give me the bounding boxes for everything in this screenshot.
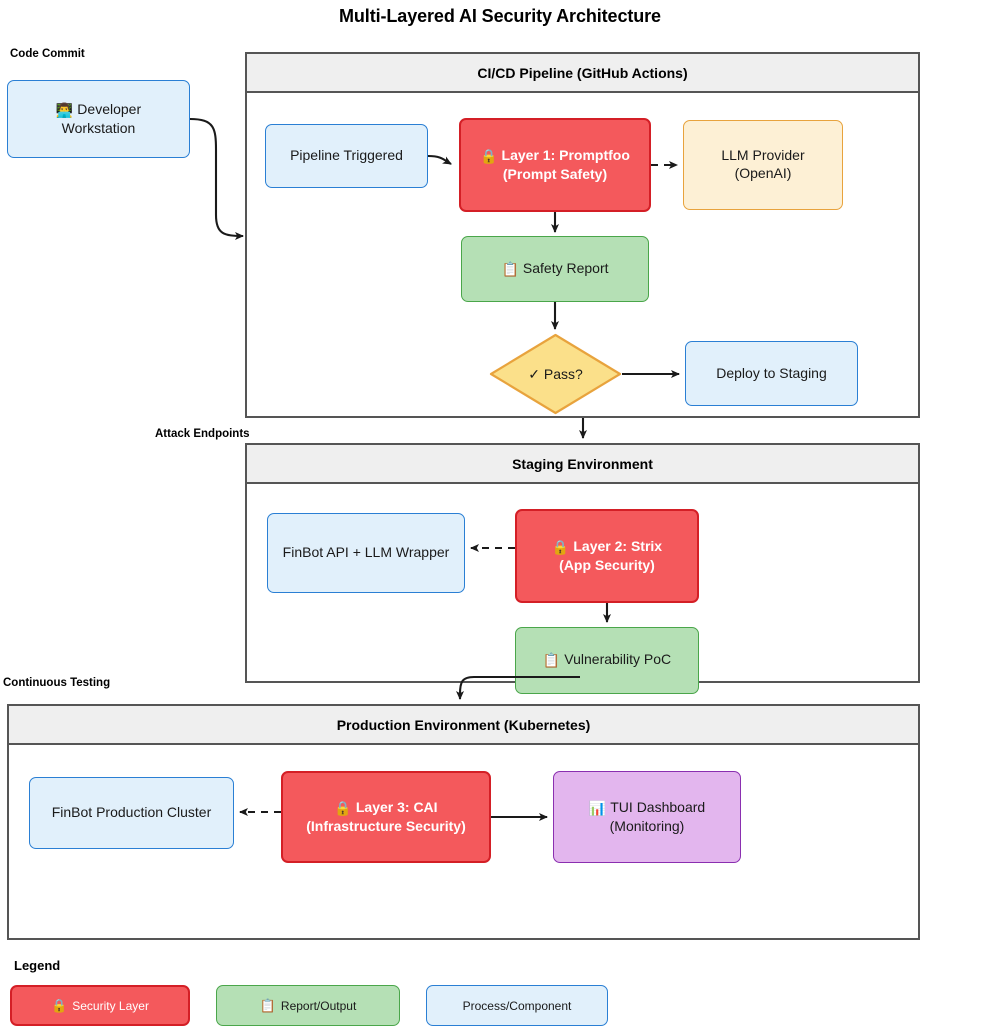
node-label-line: Workstation	[61, 119, 136, 136]
node-tui-dashboard[interactable]: 📊TUI Dashboard(Monitoring)	[553, 771, 741, 863]
decision-label: ✓ Pass?	[528, 365, 583, 382]
clipboard-icon: 📋	[542, 652, 561, 669]
node-label-line: 🔒Layer 1: Promptfoo	[480, 146, 630, 164]
node-label-line: 🔒Layer 2: Strix	[551, 537, 663, 555]
node-safety-report[interactable]: 📋Safety Report	[461, 236, 649, 302]
lock-icon: 🔒	[51, 997, 68, 1013]
page-title: Multi-Layered AI Security Architecture	[339, 6, 661, 26]
node-label-line: 📋Vulnerability PoC	[542, 651, 672, 669]
legend-label: Report/Output	[280, 998, 357, 1013]
subgraph-title-cicd: CI/CD Pipeline (GitHub Actions)	[247, 54, 918, 93]
legend-label: Process/Component	[462, 998, 572, 1013]
node-label-line: (Infrastructure Security)	[306, 817, 466, 834]
decision-pass-decision[interactable]: ✓ Pass?	[489, 333, 622, 415]
node-label-line: FinBot Production Cluster	[51, 804, 212, 821]
node-label-line: (OpenAI)	[734, 165, 792, 181]
lock-icon: 🔒	[480, 147, 498, 164]
node-label-line: 👨‍💻Developer	[55, 100, 142, 118]
node-label-line: (App Security)	[559, 556, 655, 573]
legend-report-output: 📋 Report/Output	[216, 985, 400, 1026]
node-label-line: LLM Provider	[721, 147, 805, 164]
edge-developer-to-pipeline	[189, 117, 244, 240]
edge-label-code-commit: Code Commit	[10, 48, 85, 60]
person-computer-icon: 👨‍💻	[55, 101, 74, 118]
subgraph-title-production: Production Environment (Kubernetes)	[9, 706, 918, 745]
node-layer-3-cai[interactable]: 🔒Layer 3: CAI(Infrastructure Security)	[281, 771, 491, 863]
node-label-line: (Monitoring)	[609, 817, 685, 834]
lock-icon: 🔒	[334, 799, 352, 816]
node-layer-1-promptfoo[interactable]: 🔒Layer 1: Promptfoo(Prompt Safety)	[459, 118, 651, 212]
node-label-line: 🔒Layer 3: CAI	[334, 798, 438, 816]
node-label-line: 📋Safety Report	[501, 259, 609, 277]
node-label-line: Pipeline Triggered	[290, 147, 403, 164]
node-finbot-production-cluster[interactable]: FinBot Production Cluster	[29, 777, 234, 849]
edge-label-attack-endpoints: Attack Endpoints	[155, 428, 250, 440]
lock-icon: 🔒	[551, 538, 570, 555]
node-pipeline-triggered[interactable]: Pipeline Triggered	[265, 124, 428, 188]
node-vulnerability-poc[interactable]: 📋Vulnerability PoC	[515, 627, 699, 694]
node-label-line: Deploy to Staging	[716, 364, 827, 381]
node-llm-provider[interactable]: LLM Provider(OpenAI)	[683, 120, 843, 210]
node-finbot-api-wrapper[interactable]: FinBot API + LLM Wrapper	[267, 513, 465, 593]
legend-process: Process/Component	[426, 985, 608, 1026]
bar-chart-icon: 📊	[588, 799, 607, 816]
clipboard-icon: 📋	[501, 260, 519, 277]
clipboard-icon: 📋	[259, 997, 276, 1013]
legend-title: Legend	[14, 958, 61, 973]
node-label-line: FinBot API + LLM Wrapper	[282, 544, 450, 561]
node-layer-2-strix[interactable]: 🔒Layer 2: Strix(App Security)	[515, 509, 699, 603]
node-label-line: (Prompt Safety)	[502, 165, 608, 182]
diamond-shape	[489, 333, 622, 415]
node-label-line: 📊TUI Dashboard	[588, 798, 706, 816]
legend-label: Security Layer	[72, 998, 149, 1013]
legend-security-layer: 🔒 Security Layer	[10, 985, 190, 1026]
edge-label-continuous-testing: Continuous Testing	[3, 677, 111, 689]
subgraph-title-staging: Staging Environment	[247, 445, 918, 484]
node-deploy-to-staging[interactable]: Deploy to Staging	[685, 341, 858, 406]
